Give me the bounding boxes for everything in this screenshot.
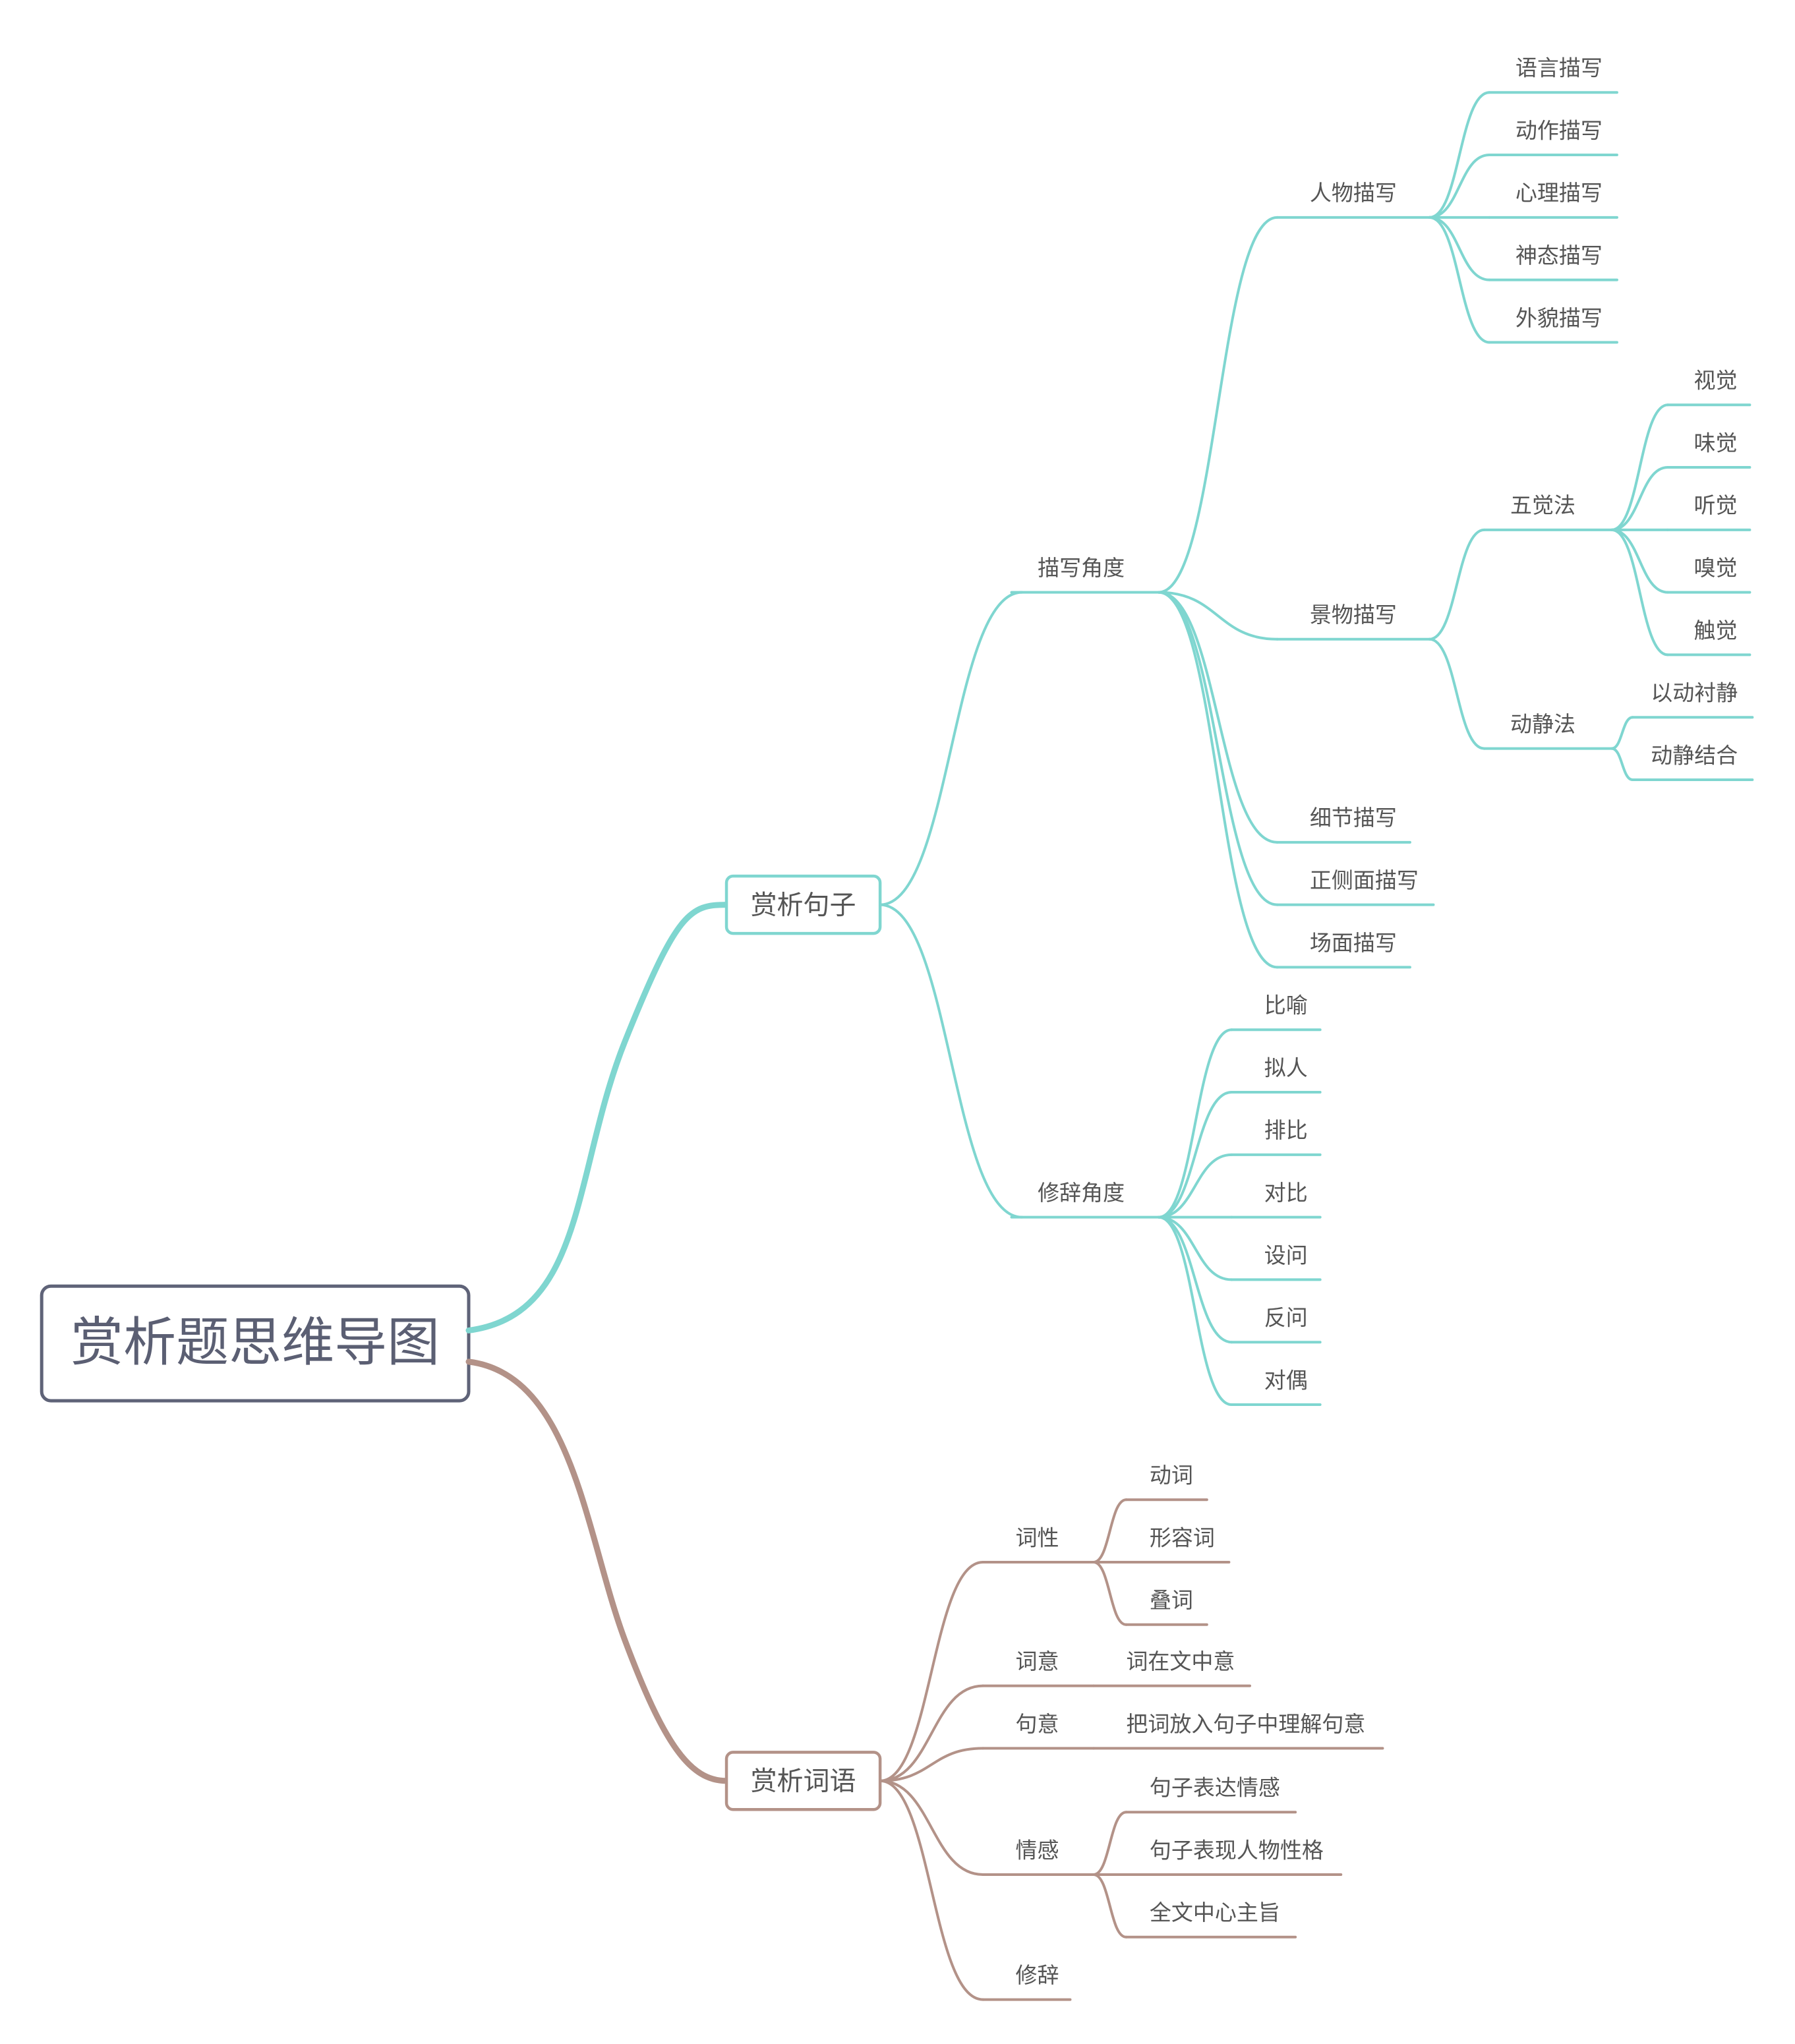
node-emotion[interactable]: 情感 — [1016, 1838, 1059, 1862]
edge-node-smell — [1610, 528, 1669, 594]
node-central-theme[interactable]: 全文中心主旨 — [1150, 1900, 1280, 1925]
edge-node-scenery-description — [1157, 591, 1279, 641]
node-touch[interactable]: 触觉 — [1693, 618, 1737, 643]
node-sentence-shows-character[interactable]: 句子表现人物性格 — [1150, 1838, 1324, 1862]
branch-connector-word — [465, 1358, 730, 1784]
edge-node-five-senses-method — [1428, 528, 1486, 641]
edge-node-metaphor — [1157, 1028, 1233, 1219]
node-sentence-expresses-emotion[interactable]: 句子表达情感 — [1150, 1776, 1280, 1800]
edge-node-antithesis — [1157, 1215, 1233, 1407]
branch-connector-sentence — [465, 902, 730, 1333]
edge-sentence-to-rhetoric — [879, 903, 1024, 1219]
node-smell[interactable]: 嗅觉 — [1693, 556, 1737, 580]
node-part-of-speech[interactable]: 词性 — [1016, 1525, 1059, 1550]
node-description-angle[interactable]: 描写角度 — [1038, 556, 1125, 580]
node-motion-contrasts-stillness[interactable]: 以动衬静 — [1651, 681, 1738, 705]
node-reduplicated-word[interactable]: 叠词 — [1150, 1588, 1193, 1612]
node-antithesis[interactable]: 对偶 — [1264, 1368, 1308, 1392]
node-hearing[interactable]: 听觉 — [1693, 493, 1737, 517]
node-motion-stillness-combined[interactable]: 动静结合 — [1651, 743, 1738, 767]
edge-node-word-rhetoric — [879, 1779, 985, 2001]
edge-node-character-description — [1157, 216, 1279, 594]
node-rhetoric-angle[interactable]: 修辞角度 — [1038, 1181, 1125, 1205]
edge-node-touch — [1610, 528, 1669, 657]
node-character-description[interactable]: 人物描写 — [1310, 181, 1397, 205]
node-verb[interactable]: 动词 — [1150, 1463, 1193, 1488]
edge-node-central-theme — [1092, 1873, 1128, 1939]
edge-node-part-of-speech — [879, 1561, 985, 1782]
edge-node-language-description — [1428, 91, 1491, 219]
edge-node-expression-description — [1428, 216, 1491, 281]
edge-node-motion-stillness-method — [1428, 637, 1486, 750]
node-word-meaning[interactable]: 词意 — [1016, 1649, 1059, 1674]
root-node-label[interactable]: 赏析题思维导图 — [71, 1313, 440, 1372]
node-expression-description[interactable]: 神态描写 — [1515, 243, 1603, 268]
root-node[interactable] — [40, 1284, 471, 1403]
node-sight[interactable]: 视觉 — [1693, 368, 1737, 393]
edge-node-reduplicated-word — [1092, 1561, 1128, 1626]
edge-node-parallelism — [1157, 1153, 1233, 1219]
node-scenery-description[interactable]: 景物描写 — [1310, 602, 1397, 627]
node-appearance-description[interactable]: 外貌描写 — [1515, 306, 1603, 330]
edge-node-motion-stillness-combined — [1610, 747, 1634, 782]
node-personification[interactable]: 拟人 — [1264, 1055, 1308, 1080]
edge-node-verb — [1092, 1498, 1128, 1563]
node-scene-description[interactable]: 场面描写 — [1310, 931, 1397, 955]
edge-node-rhetorical-question — [1157, 1215, 1233, 1281]
edge-node-detail-description — [1157, 591, 1279, 844]
edge-node-sight — [1610, 403, 1669, 531]
edge-node-personification — [1157, 1091, 1233, 1219]
edge-node-front-side-description — [1157, 591, 1279, 906]
node-front-side-description[interactable]: 正侧面描写 — [1310, 868, 1419, 892]
node-word-in-context[interactable]: 词在文中意 — [1126, 1649, 1235, 1674]
node-word-in-sentence[interactable]: 把词放入句子中理解句意 — [1126, 1712, 1365, 1736]
node-word-analysis-label[interactable]: 赏析词语 — [751, 1767, 856, 1796]
edge-node-sentence-meaning — [879, 1747, 985, 1782]
node-detail-description[interactable]: 细节描写 — [1310, 805, 1397, 830]
edge-node-action-description — [1428, 154, 1491, 219]
edge-node-taste — [1610, 466, 1669, 531]
node-action-description[interactable]: 动作描写 — [1515, 118, 1603, 142]
edge-node-sentence-expresses-emotion — [1092, 1811, 1128, 1876]
node-psychology-description[interactable]: 心理描写 — [1515, 181, 1603, 205]
edge-node-motion-contrasts-stillness — [1610, 716, 1634, 750]
node-counter-question[interactable]: 反问 — [1264, 1306, 1308, 1330]
node-metaphor[interactable]: 比喻 — [1264, 993, 1308, 1018]
node-parallelism[interactable]: 排比 — [1264, 1118, 1308, 1142]
node-language-description[interactable]: 语言描写 — [1515, 56, 1603, 80]
node-sentence-analysis-label[interactable]: 赏析句子 — [751, 891, 856, 920]
node-adjective[interactable]: 形容词 — [1150, 1525, 1215, 1550]
node-taste[interactable]: 味觉 — [1693, 430, 1737, 455]
edge-node-word-meaning — [879, 1684, 985, 1782]
edge-sentence-to-description — [879, 591, 1024, 906]
edge-node-appearance-description — [1428, 216, 1491, 344]
node-motion-stillness-method[interactable]: 动静法 — [1510, 712, 1575, 736]
node-contrast[interactable]: 对比 — [1264, 1181, 1308, 1205]
node-word-rhetoric[interactable]: 修辞 — [1016, 1963, 1059, 1987]
edge-node-scene-description — [1157, 591, 1279, 969]
node-rhetorical-question[interactable]: 设问 — [1264, 1243, 1308, 1268]
edge-node-emotion — [879, 1779, 985, 1876]
node-sentence-meaning[interactable]: 句意 — [1016, 1712, 1059, 1736]
edge-node-counter-question — [1157, 1215, 1233, 1344]
node-five-senses-method[interactable]: 五觉法 — [1510, 493, 1575, 517]
